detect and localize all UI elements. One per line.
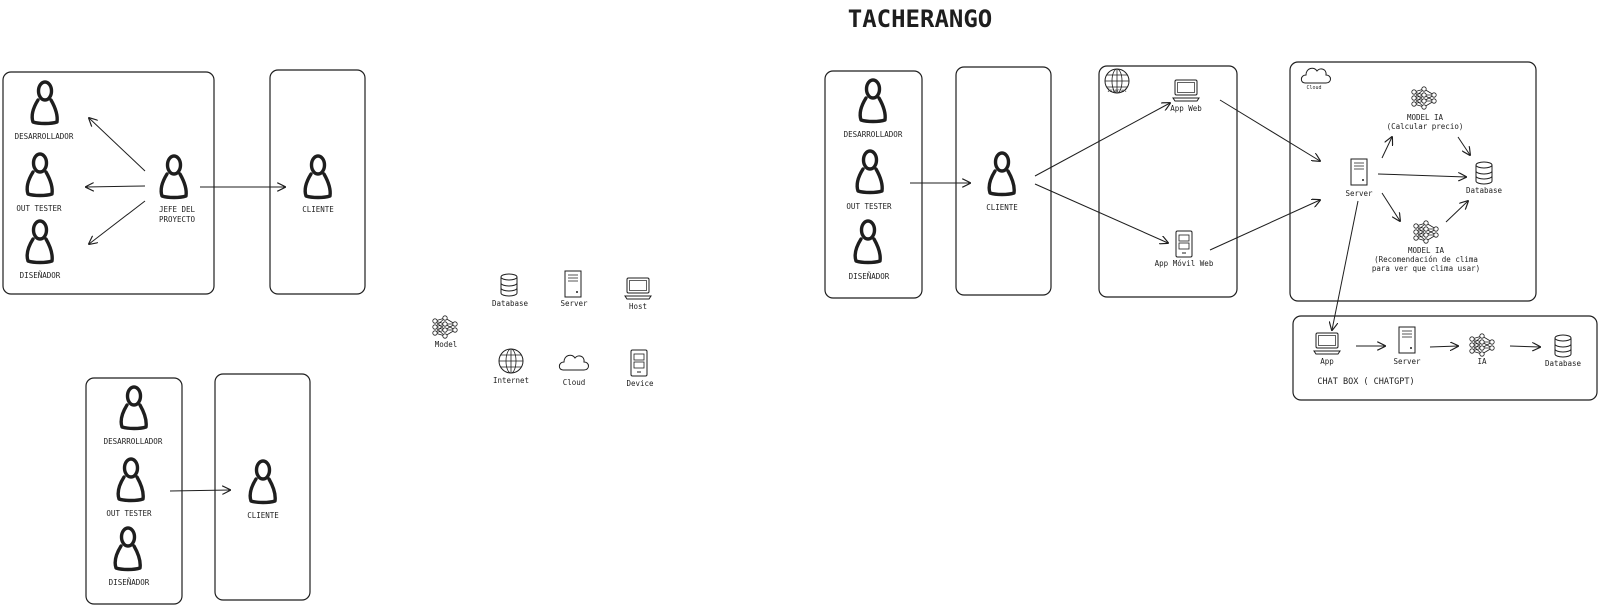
diagram-title: TACHERANGO xyxy=(848,5,993,33)
app-label: App xyxy=(1320,357,1334,366)
device-label: Device xyxy=(626,379,654,388)
arrow-server-to-database xyxy=(1377,174,1466,177)
host-label: Host xyxy=(629,302,647,311)
app-web-host-icon xyxy=(1172,79,1200,102)
app-host-icon xyxy=(1313,332,1341,355)
arrow-server-to-ia xyxy=(1429,346,1458,347)
ia-label: IA xyxy=(1477,357,1487,366)
internet-box xyxy=(1098,65,1238,298)
desarrollador-label: DESARROLLADOR xyxy=(15,132,74,141)
arrow-model-ia-1-to-database xyxy=(1457,136,1470,155)
disenador-person-icon xyxy=(25,219,54,265)
arrow-server-to-model-ia-1 xyxy=(1381,137,1392,159)
chatbox-title-label: CHAT BOX ( CHATGPT) xyxy=(1317,377,1414,387)
server-icon xyxy=(1350,158,1368,186)
server-label: Server xyxy=(1393,357,1421,366)
internet-label: Internet xyxy=(493,376,529,385)
architecture-diagram: DESARROLLADOR OUT TESTER DISEÑADOR CLIEN… xyxy=(824,61,1537,330)
database-label: Database xyxy=(1466,186,1503,195)
model-ia-1-neural-icon xyxy=(1411,86,1437,110)
database-label: Database xyxy=(1545,359,1582,368)
disenador-person-icon xyxy=(113,526,142,572)
model-ia-1-sublabel: (Calcular precio) xyxy=(1387,122,1464,131)
device-icon xyxy=(630,349,648,377)
cliente-label: CLIENTE xyxy=(986,203,1018,212)
desarrollador-label: DESARROLLADOR xyxy=(844,130,903,139)
arrow-team-to-cliente xyxy=(169,490,230,491)
model-ia-1-label: MODEL IA xyxy=(1407,113,1444,122)
app-web-label: App Web xyxy=(1170,104,1202,113)
chatbox-diagram: App Server IA Database CHAT BOX ( CHATGP… xyxy=(1292,315,1598,401)
arrow-model-ia-2-to-database xyxy=(1445,201,1468,223)
team-diagram-2: DESARROLLADOR OUT TESTER DISEÑADOR CLIEN… xyxy=(85,373,311,605)
desarrollador-person-icon xyxy=(30,80,59,126)
database-icon xyxy=(1475,161,1493,185)
model-icon xyxy=(432,315,458,339)
cliente-person-icon xyxy=(248,459,277,505)
cloud-box xyxy=(1289,61,1537,302)
model-ia-2-neural-icon xyxy=(1413,220,1439,244)
ia-neural-icon xyxy=(1469,333,1495,357)
cliente-person-icon xyxy=(987,151,1016,197)
cliente-box xyxy=(214,373,311,601)
internet-globe-icon xyxy=(498,348,524,374)
out-tester-person-icon xyxy=(855,149,884,195)
disenador-label: DISEÑADOR xyxy=(109,578,150,587)
out-tester-label: OUT TESTER xyxy=(846,202,892,211)
cloud-tag-icon xyxy=(1300,67,1331,84)
desarrollador-person-icon xyxy=(119,385,148,431)
arrow-app-web-to-server xyxy=(1219,99,1320,161)
arrow-server-to-model-ia-2 xyxy=(1381,192,1400,221)
cloud-label: Cloud xyxy=(563,378,586,387)
disenador-label: DISEÑADOR xyxy=(849,272,890,281)
app-movil-label: App Móvil Web xyxy=(1155,259,1214,268)
jefe-label-line2: PROYECTO xyxy=(159,215,196,224)
arrow-jefe-to-disenador xyxy=(89,200,146,244)
server-icon xyxy=(1398,326,1416,354)
host-icon xyxy=(624,277,652,300)
model-label: Model xyxy=(435,340,458,349)
desarrollador-person-icon xyxy=(858,78,887,124)
model-ia-2-label: MODEL IA xyxy=(1408,246,1445,255)
disenador-person-icon xyxy=(853,219,882,265)
internet-tag-label: Internet xyxy=(1107,88,1127,93)
arrow-cliente-to-app-movil xyxy=(1034,183,1168,243)
server-icon xyxy=(564,270,582,298)
arrow-jefe-to-desarrollador xyxy=(89,118,146,172)
out-tester-label: OUT TESTER xyxy=(106,509,152,518)
cliente-box xyxy=(269,69,366,295)
database-label: Database xyxy=(492,299,529,308)
out-tester-label: OUT TESTER xyxy=(16,204,62,213)
arrow-server-to-chatbox xyxy=(1332,200,1359,330)
team-box xyxy=(824,70,923,299)
jefe-label-line1: JEFE DEL xyxy=(159,205,196,214)
app-movil-device-icon xyxy=(1175,230,1193,258)
team-diagram-1: DESARROLLADOR OUT TESTER DISEÑADOR JEFE … xyxy=(2,69,366,295)
cliente-label: CLIENTE xyxy=(302,205,334,214)
chatbox-frame xyxy=(1292,315,1598,401)
server-label: Server xyxy=(560,299,588,308)
jefe-person-icon xyxy=(159,154,188,200)
cliente-person-icon xyxy=(303,154,332,200)
arrow-app-movil-to-server xyxy=(1209,200,1320,251)
team-box xyxy=(2,71,215,295)
icon-legend: Model Database Server Host Internet Clou… xyxy=(432,270,654,388)
cloud-icon xyxy=(558,354,589,371)
arrow-jefe-to-tester xyxy=(86,186,146,187)
arrow-ia-to-database xyxy=(1509,346,1540,347)
out-tester-person-icon xyxy=(116,457,145,503)
cliente-label: CLIENTE xyxy=(247,511,279,520)
model-ia-2-sublabel-1: (Recomendación de clima xyxy=(1374,255,1478,264)
model-ia-2-sublabel-2: para ver que clima usar) xyxy=(1372,264,1480,273)
out-tester-person-icon xyxy=(25,152,54,198)
arrow-cliente-to-app-web xyxy=(1034,103,1170,177)
database-icon xyxy=(500,273,518,297)
disenador-label: DISEÑADOR xyxy=(20,271,61,280)
cloud-tag-label: Cloud xyxy=(1306,85,1321,91)
desarrollador-label: DESARROLLADOR xyxy=(104,437,163,446)
server-label: Server xyxy=(1345,189,1373,198)
database-icon xyxy=(1554,334,1572,358)
cliente-box xyxy=(955,66,1052,296)
